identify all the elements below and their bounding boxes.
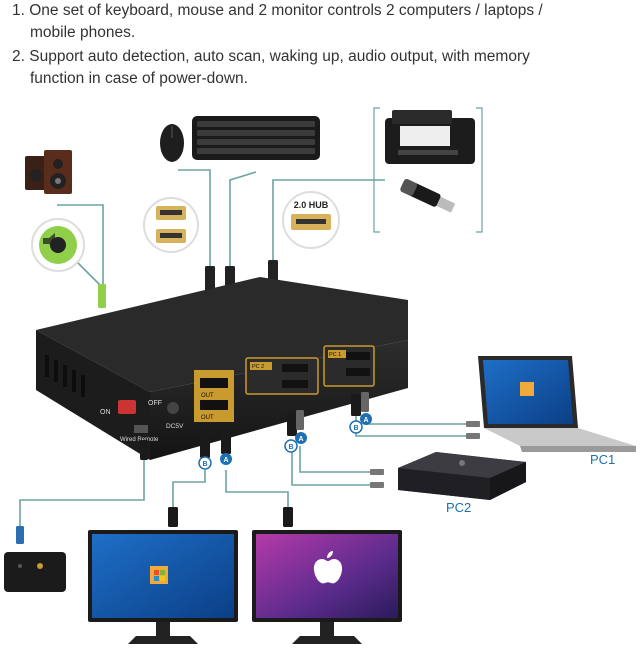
svg-text:A: A bbox=[363, 417, 368, 424]
mac-mini-pc2 bbox=[398, 452, 526, 500]
tag-b-monitor: B bbox=[198, 456, 212, 470]
pc2-port-label: PC 2 bbox=[252, 364, 264, 370]
svg-text:B: B bbox=[288, 444, 293, 451]
laptop-pc1 bbox=[478, 356, 636, 452]
wired-remote bbox=[4, 552, 66, 592]
speakers-icon bbox=[25, 150, 72, 194]
out-b-label: OUT bbox=[201, 415, 214, 421]
out-a-label: OUT bbox=[201, 393, 214, 399]
audio-port-icon bbox=[31, 218, 85, 272]
pc1-label: PC1 bbox=[590, 452, 615, 467]
monitor-2 bbox=[252, 530, 402, 644]
keyboard-cable bbox=[229, 171, 257, 268]
pc-connectors bbox=[370, 421, 480, 488]
usb-ports-bubble bbox=[143, 197, 199, 253]
usb-hub-bubble: 2.0 HUB bbox=[282, 191, 340, 249]
printer-icon bbox=[385, 110, 475, 164]
feature-notes: 1. One set of keyboard, mouse and 2 moni… bbox=[12, 0, 632, 90]
svg-text:B: B bbox=[353, 425, 358, 432]
tag-a-pc1: A bbox=[360, 413, 372, 425]
hub-badge-label: 2.0 HUB bbox=[294, 200, 329, 210]
cable-tags: B A B A B A bbox=[198, 413, 372, 470]
monitor-1 bbox=[88, 530, 238, 644]
peripheral-bracket bbox=[373, 107, 483, 233]
cables bbox=[19, 169, 470, 530]
keyboard-icon bbox=[192, 116, 320, 160]
note-1: 1. One set of keyboard, mouse and 2 moni… bbox=[12, 2, 543, 19]
pc2-label: PC2 bbox=[446, 500, 471, 515]
audio-plug bbox=[98, 284, 106, 308]
monitor2-cable bbox=[225, 470, 289, 512]
monitor1-cable bbox=[172, 470, 206, 512]
pc1-port-label: PC 1 bbox=[329, 352, 341, 358]
note-2-cont: function in case of power-down. bbox=[30, 70, 248, 87]
tag-b-pc1: B bbox=[349, 420, 363, 434]
mouse-cable bbox=[178, 169, 211, 268]
note-1-cont: mobile phones. bbox=[30, 24, 136, 41]
tag-b-pc2: B bbox=[284, 439, 298, 453]
remote-port-label: Wired Remote bbox=[120, 437, 159, 443]
mouse-icon bbox=[160, 124, 184, 162]
usb-drive-icon bbox=[400, 179, 456, 213]
svg-text:A: A bbox=[298, 436, 303, 443]
pc2-cable-a bbox=[299, 446, 374, 473]
svg-text:A: A bbox=[223, 457, 228, 464]
hdmi-plugs bbox=[16, 392, 369, 544]
pc1-cable-a bbox=[365, 416, 470, 425]
audio-cable bbox=[57, 204, 104, 295]
usb-hub-cable bbox=[272, 179, 385, 262]
on-label: ON bbox=[100, 409, 111, 416]
svg-text:B: B bbox=[202, 461, 207, 468]
power-label: DC5V bbox=[166, 423, 184, 430]
off-label: OFF bbox=[148, 400, 162, 407]
pc1-cable-b bbox=[355, 416, 470, 437]
tag-a-monitor: A bbox=[220, 453, 232, 465]
remote-cable bbox=[19, 455, 145, 530]
note-2: 2. Support auto detection, auto scan, wa… bbox=[12, 48, 530, 65]
kvm-switch: ON OFF DC5V Wired Remote OUT OUT PC 2 PC… bbox=[36, 277, 408, 460]
tag-a-pc2: A bbox=[295, 432, 307, 444]
pc2-cable-b bbox=[291, 446, 374, 486]
